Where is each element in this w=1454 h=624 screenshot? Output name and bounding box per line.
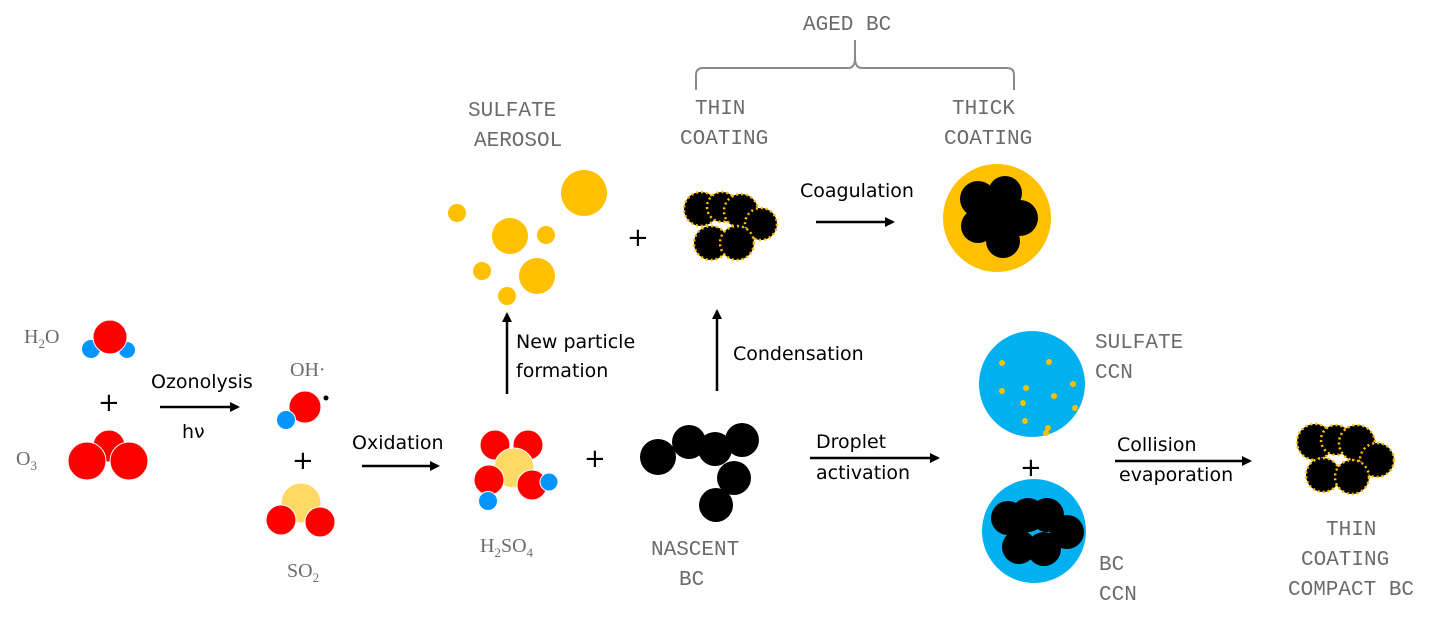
npf-label-line1: New particle (516, 331, 635, 353)
nascent-bc-label-line2: BC (679, 569, 704, 592)
collision-evaporation-label-line2: evaporation (1119, 464, 1233, 486)
compact-bc-group: THIN COATING COMPACT BC (1288, 422, 1414, 602)
thin-coated-bc-icon (682, 190, 779, 262)
h2o-group: H2O (24, 319, 136, 359)
o3-label: O3 (16, 448, 37, 473)
thin-coating-label-line1: THIN (695, 98, 745, 121)
oxidation-label: Oxidation (352, 432, 444, 454)
droplet-activation-process: Droplet activation (810, 431, 940, 484)
oh-group: OH· (276, 359, 329, 430)
condensation-process: Condensation (712, 309, 864, 391)
bc-ccn-label-line1: BC (1099, 554, 1124, 577)
oh-radical-icon (276, 390, 329, 430)
o3-group: O3 (16, 429, 149, 481)
oxidation-process: Oxidation (352, 432, 444, 471)
plus-sign: + (292, 446, 314, 476)
h2so4-molecule-icon (473, 429, 559, 511)
h2so4-group: H2SO4 (473, 429, 559, 560)
thin-coating-label-line2: COATING (680, 128, 768, 151)
hv-label: hν (182, 421, 205, 443)
thick-coating-label-line1: THICK (952, 98, 1015, 121)
aged-bc-bracket-icon (695, 40, 1015, 90)
collision-evaporation-process: Collision evaporation (1115, 434, 1252, 486)
new-particle-formation-process: New particle formation (502, 312, 635, 394)
o3-molecule-icon (67, 429, 149, 481)
h2so4-label: H2SO4 (480, 535, 534, 560)
nascent-bc-aggregate-icon (640, 423, 759, 522)
sulfate-ccn-droplet-icon (979, 331, 1085, 437)
nascent-bc-group: NASCENT BC (640, 423, 759, 592)
plus-sign: + (98, 388, 120, 418)
aged-bc-group: AGED BC (695, 14, 1015, 90)
npf-label-line2: formation (516, 360, 608, 382)
sulfate-ccn-label-line1: SULFATE (1095, 332, 1183, 355)
ozonolysis-process: Ozonolysis hν (151, 371, 253, 443)
collision-evaporation-label-line1: Collision (1117, 434, 1197, 456)
sulfate-aerosol-label-line2: AEROSOL (474, 130, 562, 153)
plus-sign: + (584, 444, 606, 474)
sulfate-ccn-group: SULFATE CCN (979, 331, 1183, 437)
thin-coating-group: THIN COATING (680, 98, 779, 262)
plus-sign: + (627, 223, 649, 253)
coagulation-process: Coagulation (800, 180, 914, 227)
thick-coating-group: THICK COATING (943, 98, 1051, 272)
oh-label: OH· (290, 359, 326, 381)
sulfate-ccn-label-line2: CCN (1095, 362, 1133, 385)
condensation-label: Condensation (733, 343, 864, 365)
so2-group: SO2 (265, 482, 336, 585)
compact-bc-label-line1: THIN (1326, 519, 1376, 542)
h2o-label: H2O (24, 326, 59, 351)
coagulation-label: Coagulation (800, 180, 914, 202)
compact-bc-label-line2: COATING (1301, 549, 1389, 572)
droplet-activation-label-line2: activation (816, 462, 910, 484)
bc-ccn-droplet-icon (982, 479, 1086, 583)
thick-coating-label-line2: COATING (944, 128, 1032, 151)
ozonolysis-label: Ozonolysis (151, 371, 253, 393)
sulfate-particles-icon (448, 170, 607, 305)
sulfate-aerosol-group: SULFATE AEROSOL (448, 100, 607, 305)
thick-coated-bc-icon (943, 164, 1051, 272)
droplet-activation-label-line1: Droplet (816, 431, 886, 453)
compact-bc-label-line3: COMPACT BC (1288, 579, 1414, 602)
so2-molecule-icon (265, 482, 336, 538)
nascent-bc-label-line1: NASCENT (651, 539, 739, 562)
so2-label: SO2 (287, 560, 319, 585)
h2o-molecule-icon (81, 319, 136, 359)
bc-ccn-label-line2: CCN (1099, 584, 1137, 607)
compact-thin-coated-bc-icon (1295, 422, 1396, 496)
plus-sign: + (1020, 453, 1042, 483)
aged-bc-label: AGED BC (803, 14, 891, 37)
bc-ccn-group: BC CCN (982, 479, 1137, 607)
sulfate-aerosol-label-line1: SULFATE (468, 100, 556, 123)
